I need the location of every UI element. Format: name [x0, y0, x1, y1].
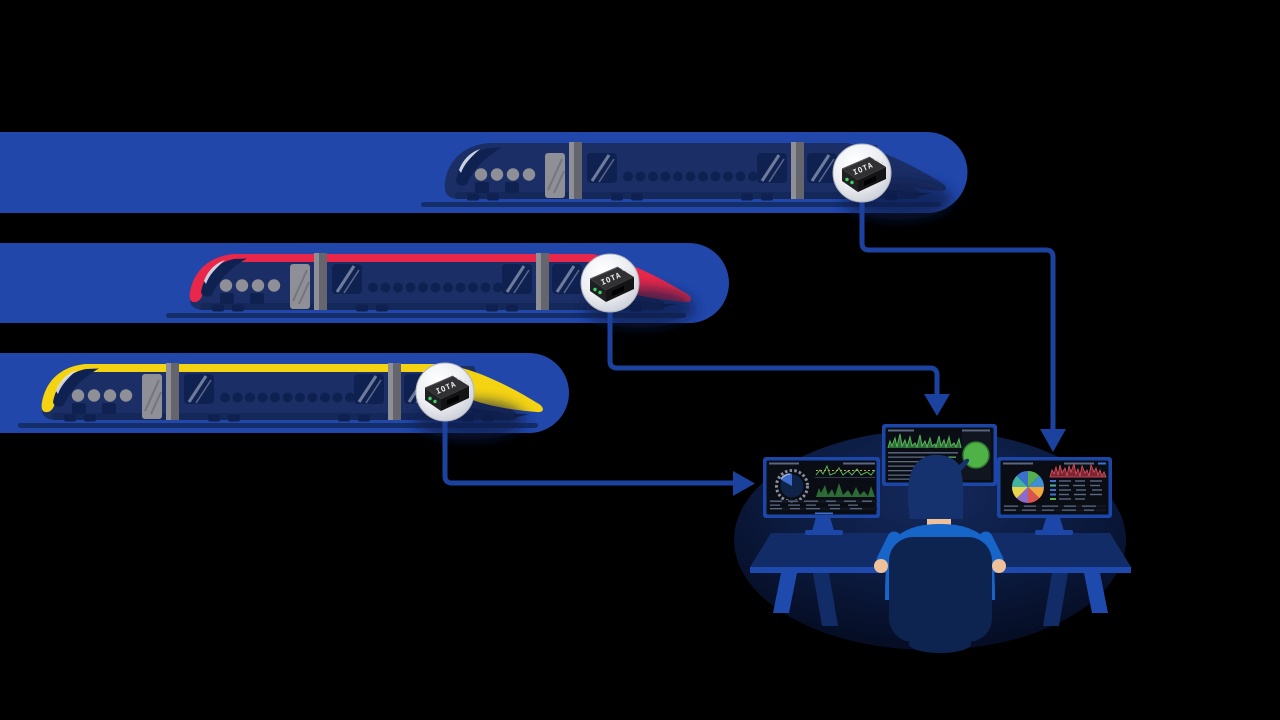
pie-chart [1012, 471, 1044, 503]
monitor-right [997, 457, 1112, 535]
iota-device-1: IOTA [832, 143, 892, 203]
monitor-left [763, 457, 880, 535]
operator-right-hand [992, 559, 1006, 573]
control-room [734, 424, 1131, 653]
operator [874, 454, 1006, 653]
arrow-train2-to-center-monitor [607, 309, 950, 416]
iota-device-2: IOTA [580, 253, 640, 313]
arrow-train3-to-left-monitor [442, 418, 755, 496]
chair [889, 537, 992, 653]
operator-hair [907, 454, 970, 519]
status-indicator-green [962, 441, 990, 469]
iota-device-3: IOTA [415, 362, 475, 422]
arrow-train1-to-right-monitor [859, 200, 1066, 452]
operator-left-hand [874, 559, 888, 573]
